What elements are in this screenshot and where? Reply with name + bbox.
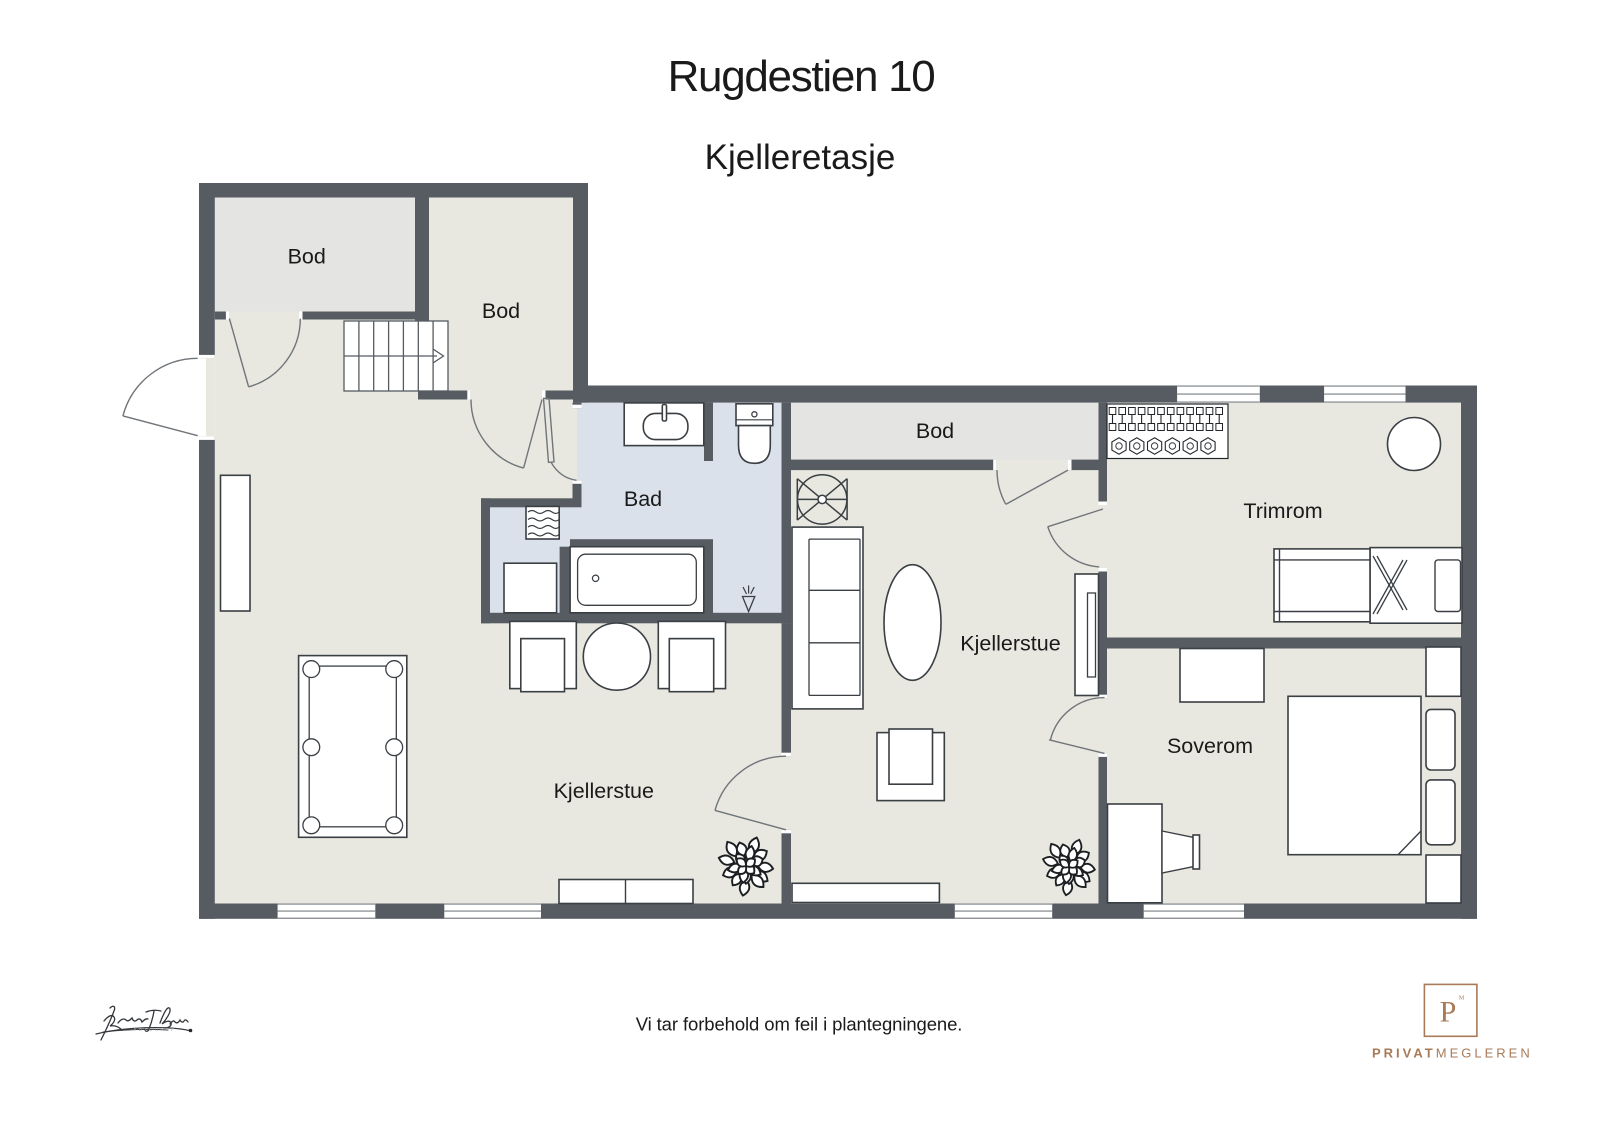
svg-text:M: M (1459, 996, 1465, 1002)
svg-text:Soverom: Soverom (1167, 734, 1253, 758)
svg-text:Kjellerstue: Kjellerstue (960, 632, 1060, 656)
svg-text:Rugdestien 10: Rugdestien 10 (668, 52, 935, 101)
svg-text:Kjelleretasje: Kjelleretasje (705, 138, 896, 177)
svg-text:Bod: Bod (482, 299, 520, 323)
svg-text:Trimrom: Trimrom (1243, 499, 1322, 523)
svg-text:P: P (1440, 996, 1457, 1029)
svg-text:Vi tar forbehold om feil i pla: Vi tar forbehold om feil i plantegningen… (636, 1013, 963, 1034)
svg-text:Bad: Bad (624, 487, 662, 511)
svg-text:Kjellerstue: Kjellerstue (554, 779, 654, 803)
svg-text:Bod: Bod (916, 419, 954, 443)
svg-text:FOTOGRAF: FOTOGRAF (134, 1027, 176, 1032)
svg-text:Bod: Bod (288, 245, 326, 269)
svg-text:PRIVATMEGLEREN: PRIVATMEGLEREN (1372, 1046, 1533, 1061)
